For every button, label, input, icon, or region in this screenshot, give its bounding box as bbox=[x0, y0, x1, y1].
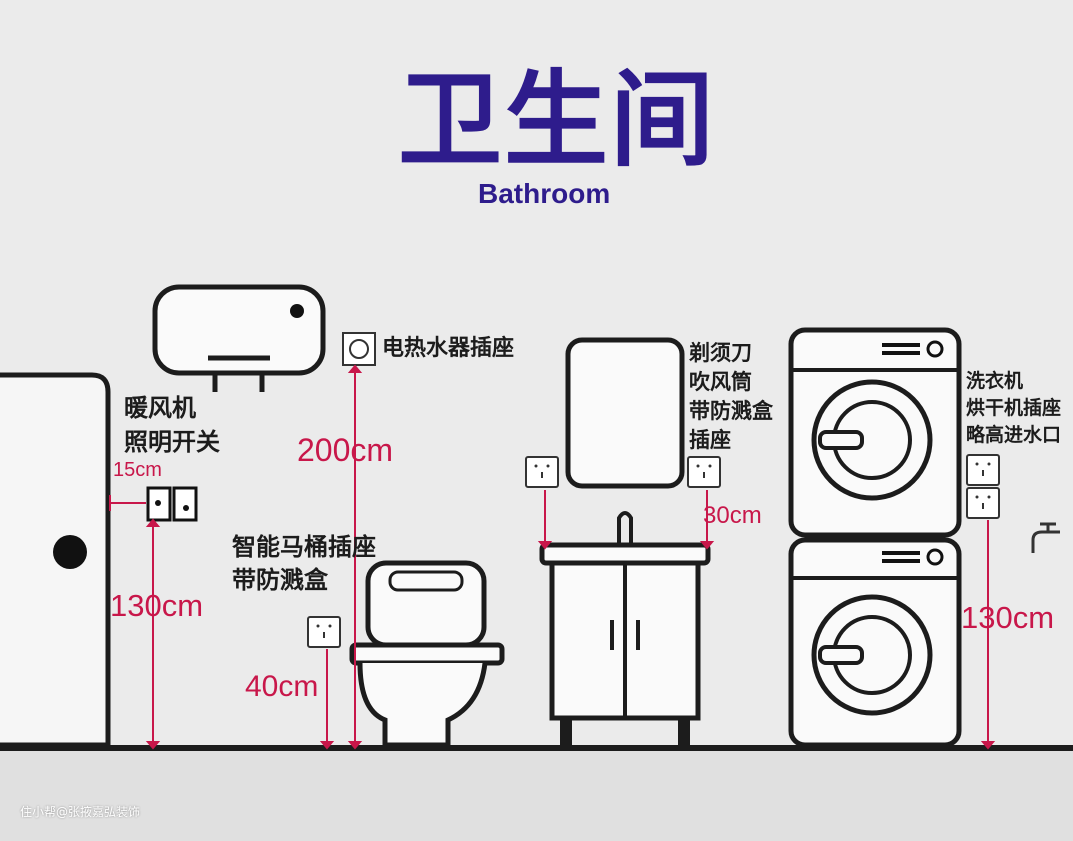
water-heater-socket-label: 电热水器插座 bbox=[382, 336, 515, 361]
mirror-right-socket-icon bbox=[687, 456, 721, 488]
mirror bbox=[565, 337, 685, 489]
floor-line bbox=[0, 745, 1073, 751]
door bbox=[0, 372, 111, 748]
washer-socket-label-3: 略高进水口 bbox=[966, 424, 1062, 446]
water-heater-socket-icon bbox=[342, 332, 376, 366]
dryer bbox=[788, 327, 962, 538]
faucet-icon bbox=[1031, 522, 1060, 553]
washer-socket-icon-1 bbox=[966, 454, 1000, 486]
water-heater-height-dimension: 200cm bbox=[297, 432, 394, 468]
toilet-height-dimension: 40cm bbox=[245, 670, 319, 703]
page-subtitle: Bathroom bbox=[478, 178, 611, 209]
washer-socket-icon-2 bbox=[966, 487, 1000, 519]
watermark: 住小帮@张掖嘉弘装饰 bbox=[20, 805, 141, 819]
toilet bbox=[349, 560, 505, 748]
washing-machine bbox=[788, 537, 962, 748]
switch-panel bbox=[146, 486, 198, 522]
heater-switch-label-2: 照明开关 bbox=[124, 428, 220, 456]
vanity-cabinet bbox=[539, 511, 711, 745]
heater-switch-label-1: 暖风机 bbox=[124, 394, 196, 422]
dimension-lines bbox=[109, 364, 996, 750]
washer-socket-label-2: 烘干机插座 bbox=[966, 397, 1062, 419]
mirror-socket-label-1: 剃须刀 bbox=[689, 341, 752, 365]
mirror-offset-dimension: 30cm bbox=[703, 502, 762, 529]
switch-offset-dimension: 15cm bbox=[113, 459, 162, 481]
mirror-socket-label-2: 吹风筒 bbox=[689, 370, 752, 394]
mirror-socket-label-4: 插座 bbox=[689, 428, 731, 452]
toilet-socket-label-2: 带防溅盒 bbox=[232, 566, 328, 594]
switch-height-dimension: 130cm bbox=[110, 588, 204, 623]
water-heater bbox=[152, 284, 326, 392]
toilet-socket-label-1: 智能马桶插座 bbox=[232, 533, 376, 561]
washer-height-dimension: 130cm bbox=[961, 600, 1055, 635]
page-title: 卫生间 bbox=[398, 59, 717, 181]
washer-socket-label-1: 洗衣机 bbox=[966, 370, 1024, 392]
toilet-socket-icon bbox=[307, 616, 341, 648]
mirror-socket-label-3: 带防溅盒 bbox=[689, 399, 773, 423]
mirror-left-socket-icon bbox=[525, 456, 559, 488]
